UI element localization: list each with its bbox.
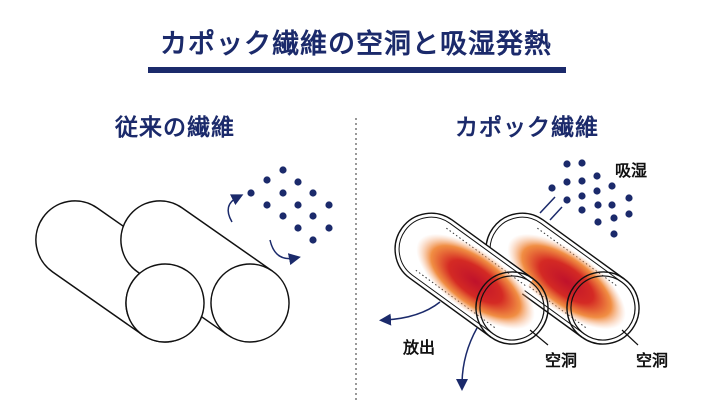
heat-glow [507,233,626,330]
moisture-dot [247,189,255,197]
moisture-dot [263,176,271,184]
moisture-dot [294,201,302,209]
absorb-line [539,196,556,214]
moisture-dot [625,194,633,202]
moisture-dot [563,178,571,186]
moisture-dot [563,160,571,168]
moisture-dot [309,236,317,244]
kapok-fiber-1 [394,212,549,345]
moisture-dot [309,212,317,220]
moisture-dot [610,214,618,222]
moisture-dot [625,210,633,218]
right-heading: カポック繊維 [455,115,599,141]
moisture-dot [578,206,586,214]
absorb-label: 吸湿 [615,161,648,180]
title-underline [148,67,566,73]
moisture-dot [594,201,602,209]
moisture-dot [309,189,317,197]
plain-fiber-1-front [125,263,205,343]
moisture-dot [594,218,602,226]
absorb-line [549,206,563,221]
moisture-dot [608,201,616,209]
moisture-dots-right [548,159,633,238]
release-label: 放出 [403,338,436,357]
moisture-dot [563,196,571,204]
moisture-dot [608,182,616,190]
left-heading: 従来の繊維 [115,115,235,141]
cavity-pointer [529,329,549,346]
moisture-dot [578,177,586,185]
moisture-dot [279,212,287,220]
moisture-dot [593,172,601,180]
moisture-dot [578,192,586,200]
cavity-label-1: 空洞 [545,351,578,370]
cavity-pointer [621,329,639,346]
heat-glow [416,233,535,330]
moisture-dot [294,178,302,186]
moisture-dot [325,201,333,209]
plain-fiber-2 [120,200,290,343]
arrow-icon [227,194,244,223]
moisture-dot [279,189,287,197]
moisture-dot [610,230,618,238]
arrow-icon [269,239,301,266]
moisture-dot [593,187,601,195]
moisture-dot [294,224,302,232]
release-arrow-icon [456,327,478,391]
diagram-title: カポック繊維の空洞と吸湿発熱 [160,29,552,60]
moisture-dot [279,166,287,174]
release-arrow-icon [379,301,441,326]
moisture-dot [578,159,586,167]
moisture-dot [548,184,556,192]
cavity-label-2: 空洞 [636,351,669,370]
moisture-dots-left [247,166,333,244]
moisture-dot [263,201,271,209]
moisture-dot [325,224,333,232]
